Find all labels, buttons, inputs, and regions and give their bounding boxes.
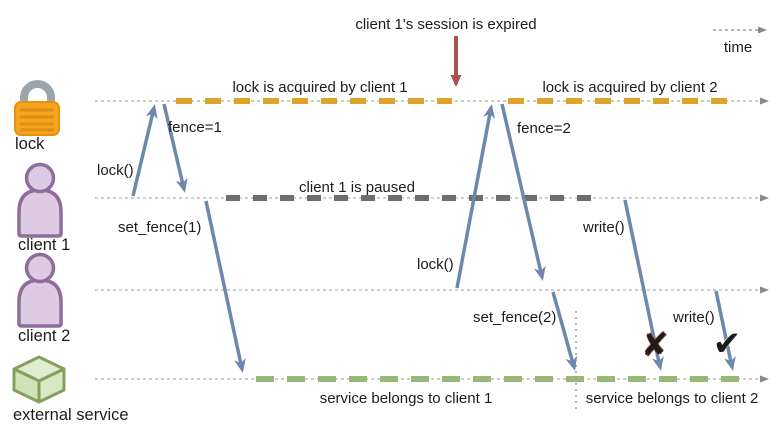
lane-label-lock: lock bbox=[15, 135, 45, 153]
set-fence2-arrow bbox=[551, 291, 578, 371]
lock-acquired-client2-label: lock is acquired by client 2 bbox=[542, 79, 717, 96]
lane-label-client2: client 2 bbox=[18, 327, 70, 345]
write-success-check-icon: ✔ bbox=[713, 324, 742, 364]
set-fence2-label: set_fence(2) bbox=[473, 309, 556, 326]
set-fence1-arrow bbox=[204, 200, 246, 373]
write1-arrow bbox=[623, 199, 664, 371]
fence2-arrow bbox=[500, 103, 546, 281]
client1-paused-label: client 1 is paused bbox=[299, 179, 415, 196]
lock1-label: lock() bbox=[97, 162, 134, 179]
padlock-shackle bbox=[20, 80, 55, 105]
time-axis: time bbox=[713, 26, 767, 56]
lane-label-external-service: external service bbox=[13, 406, 129, 424]
write2-label: write() bbox=[672, 309, 715, 326]
fence2-label: fence=2 bbox=[517, 120, 571, 137]
person-body bbox=[17, 188, 63, 238]
client2-person-icon bbox=[17, 252, 63, 328]
message-arrows bbox=[131, 103, 736, 373]
lock-acquired-client1-label: lock is acquired by client 1 bbox=[232, 79, 407, 96]
padlock-icon bbox=[14, 80, 60, 136]
external-service-cube-icon bbox=[12, 355, 66, 404]
service-belongs-client2-label: service belongs to client 2 bbox=[586, 390, 759, 407]
person-head bbox=[24, 252, 56, 284]
fence1-arrow bbox=[162, 103, 188, 193]
lock2-label: lock() bbox=[417, 256, 454, 273]
client1-person-icon bbox=[17, 162, 63, 238]
session-expired-label: client 1's session is expired bbox=[355, 16, 536, 33]
lock1-arrow bbox=[131, 104, 158, 197]
cube-right-face bbox=[37, 367, 66, 404]
session-expired-annotation: client 1's session is expired bbox=[355, 16, 537, 87]
lane-label-client1: client 1 bbox=[18, 236, 70, 254]
fence1-label: fence=1 bbox=[168, 119, 222, 136]
write2-arrow bbox=[714, 290, 736, 371]
padlock-stripes bbox=[20, 108, 54, 132]
lock2-arrow bbox=[455, 104, 496, 289]
time-label: time bbox=[724, 39, 752, 56]
person-head bbox=[24, 162, 56, 194]
set-fence1-label: set_fence(1) bbox=[118, 219, 201, 236]
service-belongs-client1-label: service belongs to client 1 bbox=[320, 390, 493, 407]
write-failed-x-icon: ✘ bbox=[641, 325, 669, 364]
person-body bbox=[17, 278, 63, 328]
write1-label: write() bbox=[582, 219, 625, 236]
